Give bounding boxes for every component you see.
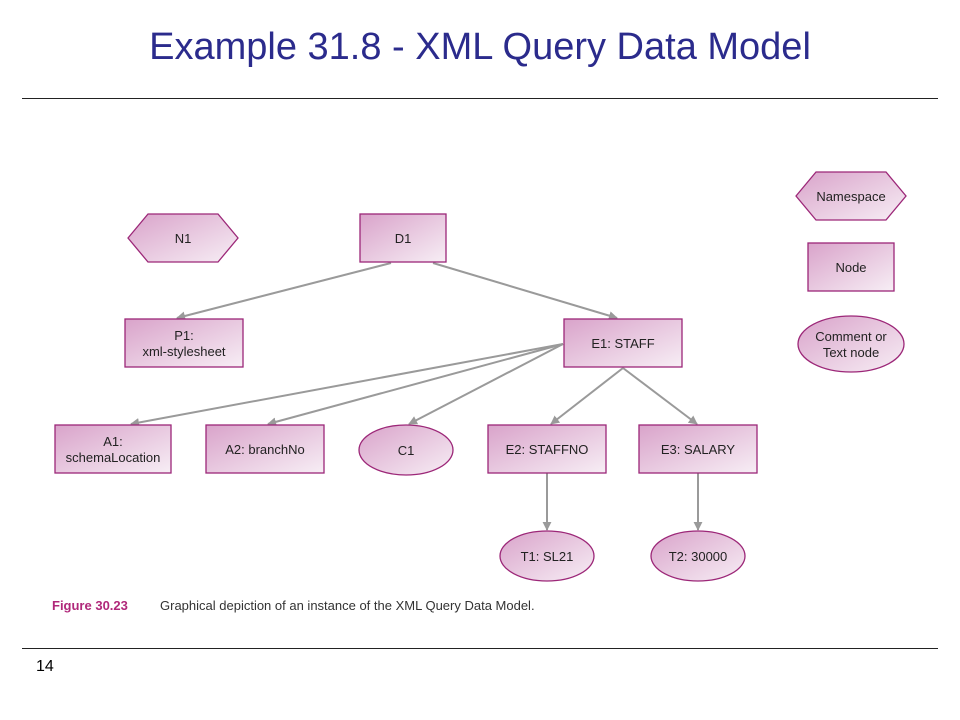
edge-e1-a1 — [130, 343, 564, 427]
node-d1-shape — [359, 213, 447, 263]
node-legend-node-shape — [807, 242, 895, 292]
node-p1-shape — [124, 318, 244, 368]
node-t2: T2: 30000 — [650, 530, 746, 582]
node-p1: P1:xml-stylesheet — [124, 318, 244, 368]
node-e1-label: E1: STAFF — [591, 336, 654, 351]
node-e2-shape — [487, 424, 607, 474]
node-c1-label: C1 — [398, 443, 415, 458]
edge-d1-e1 — [432, 262, 618, 320]
node-t1: T1: SL21 — [499, 530, 595, 582]
node-t2-shape — [650, 530, 746, 582]
node-legend-namespace-shape — [795, 171, 907, 221]
node-legend-comment-label: Comment or — [815, 329, 887, 344]
node-a2-shape — [205, 424, 325, 474]
edge-d1-p1 — [176, 262, 392, 321]
edge-e1-e3 — [622, 367, 698, 425]
node-a1-label: A1: — [103, 434, 123, 449]
page-title: Example 31.8 - XML Query Data Model — [149, 26, 811, 68]
caption-label: Figure 30.23 — [52, 598, 128, 613]
node-t2-label: T2: 30000 — [669, 549, 728, 564]
node-legend-comment-shape — [797, 315, 905, 373]
node-c1-shape — [358, 424, 454, 476]
node-legend-namespace: Namespace — [795, 171, 907, 221]
node-c1: C1 — [358, 424, 454, 476]
node-a1-label: schemaLocation — [66, 450, 161, 465]
edges — [130, 262, 703, 531]
node-a1-shape — [54, 424, 172, 474]
node-e1: E1: STAFF — [563, 318, 683, 368]
node-t1-label: T1: SL21 — [521, 549, 574, 564]
node-n1: N1 — [127, 213, 239, 263]
node-legend-node: Node — [807, 242, 895, 292]
node-e1-shape — [563, 318, 683, 368]
node-n1-shape — [127, 213, 239, 263]
node-legend-node-label: Node — [835, 260, 866, 275]
caption-text: Graphical depiction of an instance of th… — [160, 598, 535, 613]
node-p1-label: xml-stylesheet — [142, 344, 225, 359]
node-p1-label: P1: — [174, 328, 194, 343]
node-legend-namespace-label: Namespace — [816, 189, 885, 204]
figure-caption: Figure 30.23 Graphical depiction of an i… — [52, 598, 535, 613]
node-d1: D1 — [359, 213, 447, 263]
edge-e1-e2 — [550, 367, 624, 425]
title-divider — [22, 98, 938, 99]
node-d1-label: D1 — [395, 231, 412, 246]
node-e2: E2: STAFFNO — [487, 424, 607, 474]
node-e3: E3: SALARY — [638, 424, 758, 474]
node-t1-shape — [499, 530, 595, 582]
edge-e1-a2 — [267, 343, 564, 427]
node-a2: A2: branchNo — [205, 424, 325, 474]
node-a1: A1:schemaLocation — [54, 424, 172, 474]
node-e2-label: E2: STAFFNO — [506, 442, 589, 457]
node-n1-label: N1 — [175, 231, 192, 246]
page-number: 14 — [36, 658, 54, 675]
node-e3-label: E3: SALARY — [661, 442, 736, 457]
edge-e1-c1 — [408, 343, 564, 425]
node-legend-comment-label: Text node — [823, 345, 879, 360]
footer-divider — [22, 648, 938, 649]
node-e3-shape — [638, 424, 758, 474]
node-a2-label: A2: branchNo — [225, 442, 305, 457]
